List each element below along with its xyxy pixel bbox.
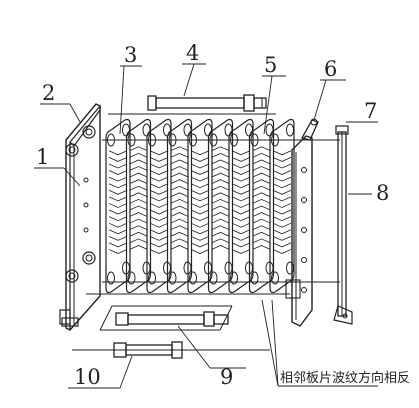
plate-port-hole xyxy=(230,271,238,285)
label-2: 2 xyxy=(42,81,55,105)
label-8: 8 xyxy=(376,181,389,205)
upper-guide-bar xyxy=(147,94,267,112)
plate-port-hole xyxy=(163,123,171,137)
plate-port-hole xyxy=(271,271,279,285)
plate-port-hole xyxy=(224,123,233,137)
plate-orientation-caption: 相邻板片波纹方向相反 xyxy=(280,370,410,386)
movable-pressure-plate xyxy=(285,118,319,327)
label-5: 5 xyxy=(264,53,277,77)
heat-transfer-plate xyxy=(207,118,234,294)
plate-corrugation xyxy=(170,146,189,250)
heat-transfer-plate xyxy=(248,118,275,294)
plate-port-hole xyxy=(127,271,136,285)
label-4: 4 xyxy=(186,41,199,65)
plate-outline xyxy=(248,118,275,294)
plate-port-hole xyxy=(204,123,212,137)
plate-port-hole xyxy=(148,271,156,285)
plate-port-hole xyxy=(265,123,274,137)
plate-corrugation xyxy=(211,146,230,250)
leader-lines xyxy=(34,63,378,389)
plate-port-hole xyxy=(122,123,130,137)
plate-corrugation xyxy=(231,150,251,254)
heat-transfer-plate xyxy=(146,118,172,294)
plate-corrugation xyxy=(272,150,292,254)
label-3: 3 xyxy=(124,43,137,67)
plate-outline xyxy=(166,118,193,294)
plate-port-hole xyxy=(250,271,259,285)
plate-port-hole xyxy=(245,123,253,137)
plate-port-hole xyxy=(168,271,177,285)
plate-pack xyxy=(105,118,295,294)
plate-port-hole xyxy=(286,123,294,137)
heat-transfer-plate xyxy=(187,118,213,294)
plate-outline xyxy=(187,118,213,294)
plate-port-hole xyxy=(142,123,151,137)
label-7: 7 xyxy=(364,99,377,123)
plate-outline xyxy=(125,118,152,294)
clamping-bolt xyxy=(72,341,270,359)
plate-outline xyxy=(269,118,295,294)
label-9: 9 xyxy=(220,365,233,389)
callout-labels: 1 2 3 4 5 6 7 8 9 10 相邻板片波纹方向相反 xyxy=(36,41,410,389)
label-6: 6 xyxy=(324,57,337,81)
plate-port-hole xyxy=(189,271,197,285)
tie-rods xyxy=(86,113,340,295)
rear-support-column xyxy=(333,125,353,325)
plate-port-hole xyxy=(209,271,218,285)
fixed-frame-plate xyxy=(59,103,101,331)
plate-port-hole xyxy=(286,261,294,275)
plate-corrugation xyxy=(190,150,210,254)
plate-corrugation xyxy=(108,150,128,254)
plate-port-hole xyxy=(107,271,115,285)
plate-outline xyxy=(105,118,131,294)
heat-transfer-plate xyxy=(269,118,295,294)
plate-outline xyxy=(228,118,254,294)
plate-corrugation xyxy=(129,146,148,250)
label-1: 1 xyxy=(36,145,49,169)
plate-outline xyxy=(146,118,172,294)
plate-outline xyxy=(207,118,234,294)
plate-port-hole xyxy=(183,123,192,137)
label-10: 10 xyxy=(74,365,101,389)
plate-corrugation xyxy=(252,146,271,250)
plate-corrugation xyxy=(149,150,169,254)
lower-guide-bar xyxy=(99,305,233,331)
heat-transfer-plate xyxy=(228,118,254,294)
